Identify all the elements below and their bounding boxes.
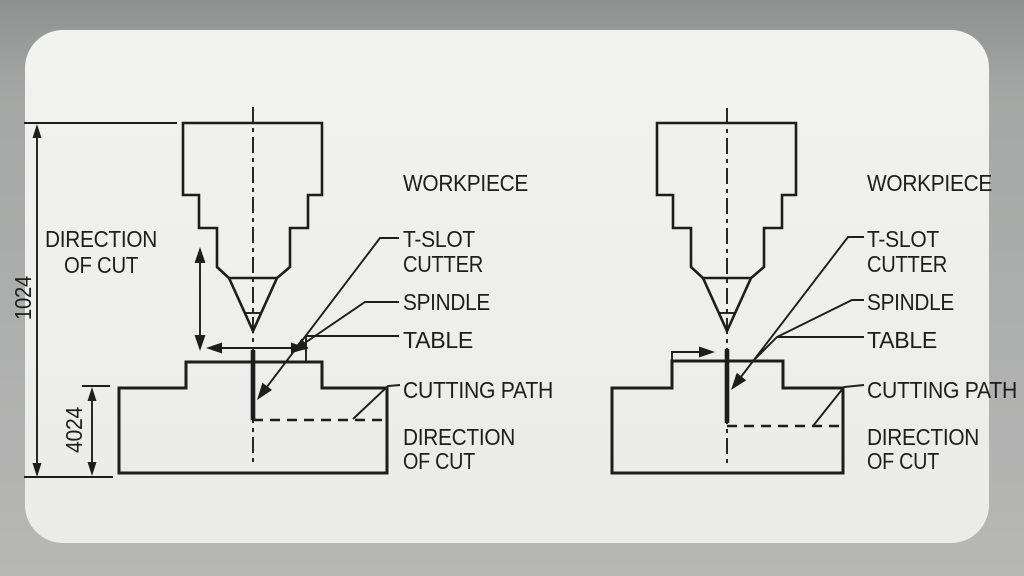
label-direction-line2: OF CUT: [867, 448, 939, 474]
label-t-slot-cutter-line1: T-SLOT: [403, 226, 475, 252]
label-spindle: SPINDLE: [403, 289, 490, 315]
dim-arrow-up-icon: [87, 387, 97, 401]
workpiece-shape: [117, 360, 389, 475]
dimension-1024-label: 1024: [10, 276, 36, 320]
label-direction-line2: OF CUT: [403, 448, 475, 474]
dim-arrow-down-icon: [32, 463, 42, 477]
diagram-right: WORKPIECE T-SLOT CUTTER SPINDLE TABLE CU…: [610, 108, 1017, 475]
leader-arrow-icon: [257, 382, 273, 400]
label-table: TABLE: [403, 327, 473, 353]
arrow-right-icon: [699, 346, 715, 358]
arrow-left-icon: [206, 342, 222, 354]
spindle-cutter-outline: [655, 121, 798, 335]
leader-spindle: [292, 301, 399, 352]
dim-arrow-up-icon: [32, 124, 42, 138]
label-t-slot-cutter-line2: CUTTER: [867, 251, 947, 277]
leader-spindle: [752, 299, 864, 362]
feed-direction-arrow-line: [671, 351, 706, 361]
arrow-down-icon: [194, 335, 206, 351]
label-workpiece: WORKPIECE: [867, 170, 992, 196]
label-spindle: SPINDLE: [867, 289, 954, 315]
dim-arrow-down-icon: [87, 462, 97, 476]
leader-cutting-path: [812, 384, 865, 427]
label-t-slot-cutter-line2: CUTTER: [403, 251, 483, 277]
label-direction-line1: DIRECTION: [867, 424, 979, 450]
workpiece-shape: [610, 359, 845, 475]
leader-cutting-path: [352, 384, 401, 420]
leader-arrow-icon: [731, 372, 747, 390]
label-direction-line1: DIRECTION: [403, 424, 515, 450]
label-t-slot-cutter-line1: T-SLOT: [867, 226, 939, 252]
label-table: TABLE: [867, 327, 937, 353]
leader-arrow-icon: [291, 338, 309, 353]
side-direction-of-cut-line2: OF CUT: [64, 252, 138, 278]
leader-t-slot-cutter: [733, 236, 864, 387]
diagram-left: 1024 4024 DIRECTION OF CUT WORKPIECE T-S…: [10, 107, 553, 478]
dimension-4024-label: 4024: [61, 407, 87, 453]
label-workpiece: WORKPIECE: [403, 170, 528, 196]
label-cutting-path: CUTTING PATH: [867, 377, 1017, 403]
label-cutting-path: CUTTING PATH: [403, 377, 553, 403]
arrow-up-icon: [194, 247, 206, 263]
side-direction-of-cut-line1: DIRECTION: [45, 226, 157, 252]
leader-table: [305, 335, 399, 361]
